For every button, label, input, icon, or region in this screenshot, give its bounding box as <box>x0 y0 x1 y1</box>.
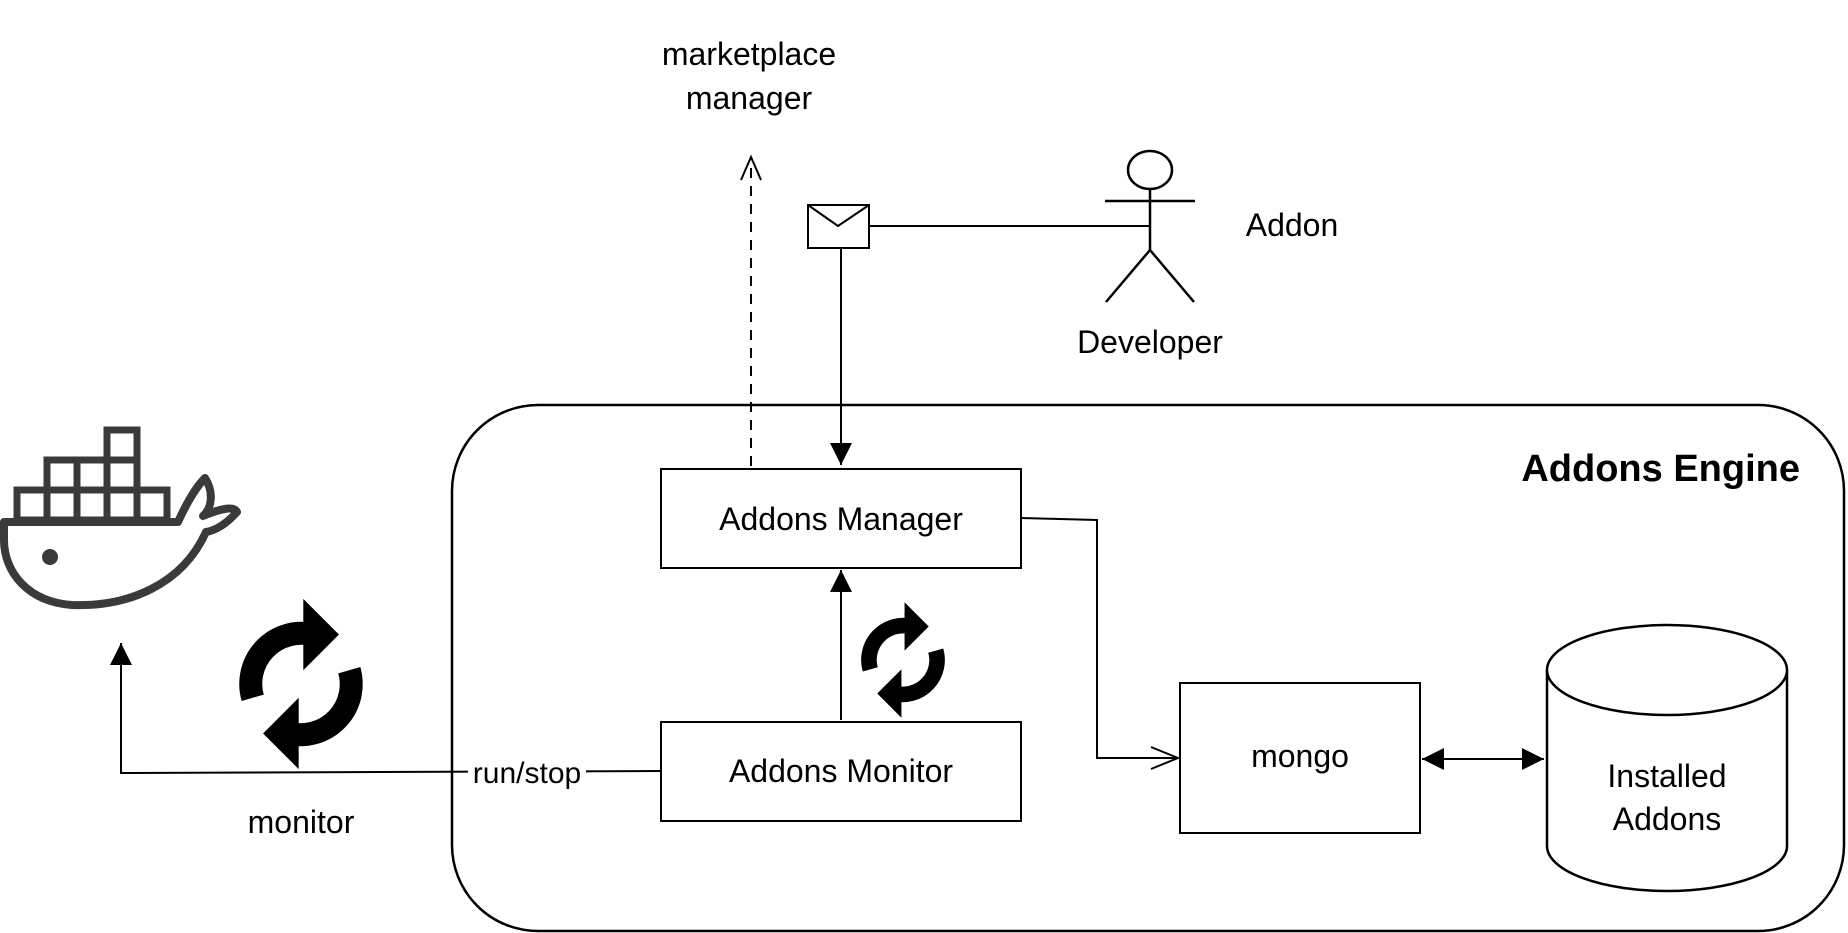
developer-label: Developer <box>1077 324 1223 360</box>
installed-addons-label-line1: Installed <box>1607 758 1726 794</box>
engine-title: Addons Engine <box>1521 448 1800 490</box>
developer-actor-icon[interactable] <box>1105 149 1195 303</box>
installed-addons-database[interactable]: Installed Addons <box>1545 623 1789 893</box>
sync-icon <box>861 602 945 718</box>
addons-manager-label: Addons Manager <box>719 501 963 537</box>
mongo-label: mongo <box>1251 738 1349 774</box>
run-stop-label-group: run/stop <box>468 755 586 790</box>
marketplace-arrowhead <box>740 154 762 181</box>
addons-monitor-node[interactable]: Addons Monitor <box>660 721 1022 822</box>
addons-manager-node[interactable]: Addons Manager <box>660 468 1022 569</box>
mongo-node[interactable]: mongo <box>1179 682 1421 834</box>
marketplace-label-line1: marketplace <box>662 36 836 72</box>
installed-addons-label-line2: Addons <box>1613 801 1722 837</box>
marketplace-label-line2: manager <box>686 80 813 116</box>
envelope-icon <box>807 204 870 249</box>
manager-to-mongo-arrow <box>1020 517 1178 758</box>
run-stop-label: run/stop <box>473 757 581 790</box>
monitor-label: monitor <box>248 804 355 840</box>
sync-icon <box>239 598 363 770</box>
docker-whale-icon <box>0 426 241 610</box>
addons-monitor-label: Addons Monitor <box>729 753 953 789</box>
addon-label: Addon <box>1246 207 1339 243</box>
